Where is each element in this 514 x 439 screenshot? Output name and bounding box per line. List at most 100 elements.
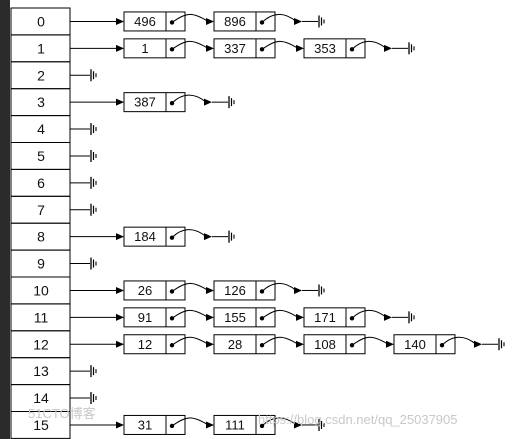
null-ground-icon — [90, 123, 97, 136]
null-pointer-curve — [171, 229, 207, 239]
list-node: 91 — [123, 307, 214, 328]
list-node: 1 — [123, 38, 214, 59]
bucket-pointer-arrowhead — [116, 17, 124, 25]
bucket-pointer-arrowhead — [116, 340, 124, 348]
bucket-pointer-arrowhead — [116, 313, 124, 321]
next-pointer-arrowhead — [206, 286, 214, 294]
node-value: 387 — [134, 95, 156, 110]
next-pointer-arrowhead — [296, 313, 304, 321]
list-node: 12 — [123, 334, 214, 355]
node-value: 28 — [228, 337, 242, 352]
bucket-index-label: 7 — [37, 202, 45, 218]
null-pointer-arrowhead — [294, 421, 302, 429]
chain-4 — [70, 123, 97, 136]
next-pointer-curve — [171, 282, 209, 292]
chain-11: 91 155 171 — [70, 307, 415, 328]
bucket-index-label: 5 — [37, 148, 45, 164]
null-ground-icon — [90, 365, 97, 378]
node-box — [123, 92, 186, 113]
bucket-index-label: 4 — [37, 121, 45, 137]
node-box — [123, 414, 186, 435]
node-box — [303, 38, 366, 59]
null-pointer-curve — [171, 94, 207, 104]
chain-1: 1 337 353 — [70, 38, 415, 59]
next-pointer-arrowhead — [206, 313, 214, 321]
node-value: 155 — [224, 310, 246, 325]
node-value: 1 — [141, 41, 148, 56]
chain-8: 184 — [70, 226, 235, 247]
node-box — [213, 280, 276, 301]
watermark-left: 51CTO博客 — [28, 406, 96, 421]
null-ground-icon — [318, 284, 325, 297]
list-node: 496 — [123, 11, 214, 32]
null-ground-icon — [90, 257, 97, 270]
next-pointer-arrowhead — [386, 340, 394, 348]
node-value: 171 — [314, 310, 336, 325]
null-pointer-arrowhead — [204, 233, 212, 241]
next-pointer-arrowhead — [206, 44, 214, 52]
chain-14 — [70, 392, 97, 405]
list-node: 31 — [123, 414, 214, 435]
node-box — [393, 334, 456, 355]
node-box — [213, 334, 276, 355]
null-ground-icon — [318, 418, 325, 431]
null-ground-icon — [228, 96, 235, 109]
null-pointer-arrowhead — [384, 313, 392, 321]
node-value: 184 — [134, 229, 156, 244]
node-box — [123, 38, 186, 59]
node-box — [123, 307, 186, 328]
bucket-pointer-arrowhead — [116, 233, 124, 241]
null-ground-icon — [90, 203, 97, 216]
dark-side-strip — [0, 0, 10, 439]
list-node: 171 — [303, 307, 415, 328]
node-value: 337 — [224, 41, 246, 56]
bucket-index-label: 1 — [37, 40, 45, 56]
null-pointer-arrowhead — [294, 17, 302, 25]
bucket-index-label: 2 — [37, 67, 45, 83]
watermark-right: https://blog.csdn.net/qq_25037905 — [258, 412, 458, 427]
bucket-pointer-arrowhead — [116, 286, 124, 294]
bucket-index-label: 12 — [33, 336, 49, 352]
bucket-pointer-arrowhead — [116, 421, 124, 429]
null-ground-icon — [408, 42, 415, 55]
node-box — [303, 334, 366, 355]
null-pointer-curve — [261, 13, 297, 23]
node-box — [123, 11, 186, 32]
node-box — [123, 334, 186, 355]
null-pointer-curve — [441, 336, 477, 346]
next-pointer-arrowhead — [296, 340, 304, 348]
node-box — [123, 226, 186, 247]
chain-5 — [70, 149, 97, 162]
null-pointer-arrowhead — [204, 98, 212, 106]
next-pointer-curve — [171, 309, 209, 319]
list-node: 26 — [123, 280, 214, 301]
node-value: 26 — [138, 283, 152, 298]
null-ground-icon — [498, 338, 505, 351]
next-pointer-arrowhead — [296, 44, 304, 52]
node-box — [123, 280, 186, 301]
node-box — [213, 11, 276, 32]
null-pointer-curve — [261, 417, 297, 427]
bucket-index-label: 8 — [37, 229, 45, 245]
node-value: 12 — [138, 337, 152, 352]
bucket-index-label: 13 — [33, 363, 49, 379]
next-pointer-arrowhead — [206, 421, 214, 429]
null-pointer-arrowhead — [384, 44, 392, 52]
chain-13 — [70, 365, 97, 378]
null-pointer-arrowhead — [294, 286, 302, 294]
node-value: 353 — [314, 41, 336, 56]
null-ground-icon — [90, 149, 97, 162]
bucket-index-label: 3 — [37, 94, 45, 110]
next-pointer-curve — [261, 40, 299, 50]
null-pointer-curve — [261, 282, 297, 292]
bucket-index-label: 15 — [33, 417, 49, 433]
chain-3: 387 — [70, 92, 235, 113]
chain-9 — [70, 257, 97, 270]
null-ground-icon — [408, 311, 415, 324]
list-node: 111 — [213, 414, 325, 435]
